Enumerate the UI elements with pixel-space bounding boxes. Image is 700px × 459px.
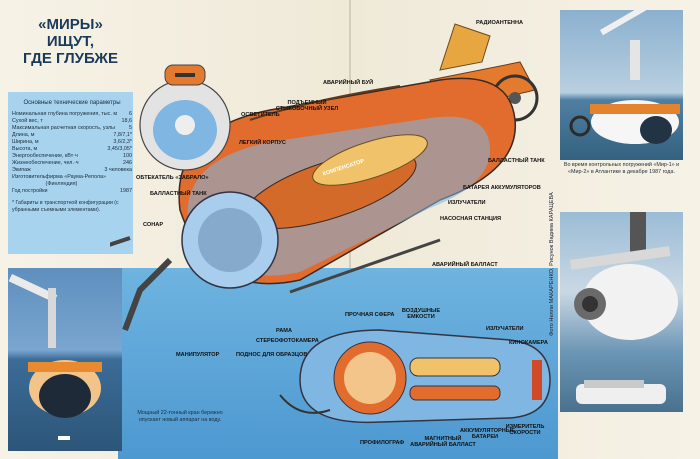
label-emitter-lower: ИЗЛУЧАТЕЛИ (486, 326, 524, 332)
parameter-value: 6 (129, 111, 132, 117)
label-manipulator: МАНИПУЛЯТОР (176, 352, 220, 358)
parameter-value: 5 (129, 125, 132, 131)
parameter-value: 100 (123, 153, 132, 159)
label-stereo-camera: СТЕРЕОФОТОКАМЕРА (256, 338, 319, 344)
parameter-value: 1987 (120, 188, 132, 194)
label-cinema-camera: КИНОКАМЕРА (509, 340, 548, 346)
label-pressure-sphere: ПРОЧНАЯ СФЕРА (345, 312, 395, 318)
parameter-label: Жизнеобеспечение, чел.·ч (12, 160, 79, 166)
parameters-heading: Основные технические параметры (23, 100, 121, 106)
label-magnetic-ballast: МАГНИТНЫЙ АВАРИЙНЫЙ БАЛЛАСТ (410, 436, 476, 448)
parameter-label: Сухой вес, т (12, 118, 43, 124)
submersible-cutaway (110, 23, 539, 332)
label-speed-meter: ИЗМЕРИТЕЛЬ СКОРОСТИ (505, 424, 545, 436)
label-ballast-tank-left: БАЛЛАСТНЫЙ ТАНК (150, 191, 207, 197)
parameter-row: Энергообеспечение, кВт·ч 100 (12, 153, 132, 160)
parameter-label: Изготовитель (12, 174, 46, 180)
sea-trial-caption: Во время контрольных погружений «Мир-1» … (563, 162, 680, 175)
label-fairing: ОБТЕКАТЕЛЬ «ЗАБРАЛО» (136, 175, 209, 181)
parameter-row: Ширина, м 3,6/2,3* (12, 139, 132, 146)
label-light: ОСВЕТИТЕЛЬ (241, 112, 280, 118)
parameter-label: Максимальная расчетная скорость, узлы (12, 125, 116, 131)
parameters-panel (8, 92, 133, 254)
parameter-value: 7,8/7,1* (113, 132, 132, 138)
parameter-value: 3,6/2,3* (113, 139, 132, 145)
article-title: «МИРЫ» ИЩУТ, ГДЕ ГЛУБЖЕ (8, 16, 133, 67)
label-light-hull: ЛЕГКИЙ КОРПУС (239, 140, 286, 146)
parameter-label: Экипаж (12, 167, 31, 173)
parameter-row: Максимальная расчетная скорость, узлы 5 (12, 125, 132, 132)
surfacing-photo (560, 212, 683, 412)
parameter-label: Год постройки (12, 188, 48, 194)
parameter-label: Длина, м (12, 132, 35, 138)
parameters-text: Основные технические параметры Номинальн… (12, 100, 132, 214)
parameter-row: Сухой вес, т 18,6 (12, 118, 132, 125)
submersible-lower-cutaway (279, 329, 551, 424)
parameter-row: Длина, м 7,8/7,1* (12, 132, 132, 139)
label-radio-antenna: РАДИОАНТЕННА (476, 20, 524, 26)
parameter-row: Номинальная глубина погружения, тыс. м 6 (12, 111, 132, 118)
title-line-3: ГДЕ ГЛУБЖЕ (23, 50, 118, 67)
parameter-row: Жизнеобеспечение, чел.·ч 246 (12, 160, 132, 167)
sea-trial-photo (560, 10, 683, 160)
parameter-row: Год постройки 1987 (12, 188, 132, 195)
label-frame: РАМА (276, 328, 292, 334)
label-batteries: БАТАРЕЯ АККУМУЛЯТОРОВ (463, 185, 541, 191)
parameter-label: Высота, м (12, 146, 38, 152)
crane-photo-caption: Мощный 22-тонный кран бережно опускает н… (137, 410, 223, 423)
parameter-row: Высота, м 3,45/3,05* (12, 146, 132, 153)
parameter-label: Ширина, м (12, 139, 39, 145)
label-pump-station: НАСОСНАЯ СТАНЦИЯ (440, 216, 502, 222)
parameter-value: 246 (123, 160, 132, 166)
parameter-value: 3 человека (104, 167, 132, 173)
parameter-value: фирма «Раума-Репола» (Финляндия) (45, 174, 106, 187)
label-ballast-tank-right: БАЛЛАСТНЫЙ ТАНК (488, 158, 545, 164)
label-emergency-buoy: АВАРИЙНЫЙ БУЙ (323, 80, 374, 86)
parameters-footnote: * Габариты в транспортной конфигурации (… (12, 200, 119, 213)
crane-photo (8, 268, 122, 451)
sea-trial-photo-art (569, 10, 680, 144)
label-profilograph: ПРОФИЛОГРАФ (360, 440, 405, 446)
parameter-value: 18,6 (121, 118, 133, 124)
parameter-row: Экипаж 3 человека (12, 167, 132, 174)
parameter-label: Энергообеспечение, кВт·ч (12, 153, 78, 159)
label-emitter: ИЗЛУЧАТЕЛИ (448, 200, 486, 206)
label-emergency-ballast: АВАРИЙНЫЙ БАЛЛАСТ (432, 262, 498, 268)
crane-photo-art (8, 273, 102, 440)
label-air-tanks: ВОЗДУШНЫЕ ЕМКОСТИ (401, 308, 441, 320)
label-batteries-lower: АККУМУЛЯТОРНЫЕ БАТАРЕИ (460, 428, 515, 440)
surfacing-photo-art (570, 212, 678, 404)
parameter-label: Номинальная глубина погружения, тыс. м (12, 111, 118, 117)
title-line-1: «МИРЫ» (38, 16, 103, 33)
parameter-value: 3,45/3,05* (107, 146, 132, 152)
label-docking: ПОДЪЕМНЫЙ СТЫКОВОЧНЫЙ УЗЕЛ (275, 100, 339, 112)
label-sonar: СОНАР (143, 222, 164, 228)
label-sample-tray: ПОДНОС ДЛЯ ОБРАЗЦОВ (236, 352, 308, 358)
title-line-2: ИЩУТ, (46, 33, 95, 50)
